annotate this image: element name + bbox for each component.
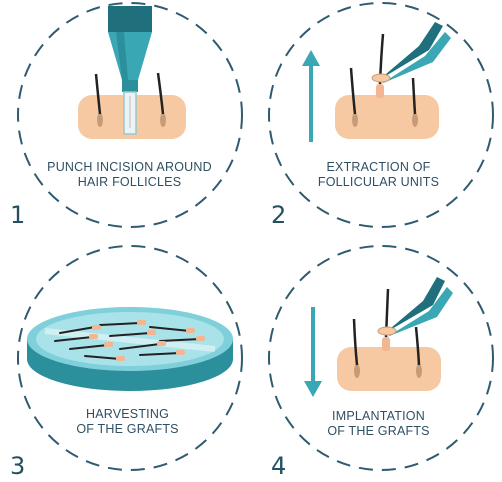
step-2-number: 2 (271, 201, 286, 229)
step-1-panel: PUNCH INCISION AROUND HAIR FOLLICLES 1 (0, 0, 251, 241)
follicle (160, 113, 166, 127)
step-3-illustration (0, 241, 251, 482)
step-2-panel: EXTRACTION OF FOLLICULAR UNITS 2 (251, 0, 502, 241)
skin-block (337, 347, 441, 391)
step-3-panel: HARVESTING OF THE GRAFTS 3 (0, 241, 251, 482)
step-2-illustration (251, 0, 502, 241)
implanted-graft (382, 337, 390, 351)
punch-tool-body (108, 32, 152, 80)
step-4-caption: IMPLANTATION OF THE GRAFTS (253, 409, 502, 439)
follicle (97, 113, 103, 127)
step-1-caption: PUNCH INCISION AROUND HAIR FOLLICLES (4, 160, 255, 190)
punch-tool-cap (108, 6, 152, 32)
step-1-illustration (0, 0, 251, 241)
extracted-graft (376, 84, 384, 98)
skin-block (335, 95, 439, 139)
step-3-number: 3 (10, 452, 25, 480)
step-2-caption: EXTRACTION OF FOLLICULAR UNITS (253, 160, 502, 190)
step-4-panel: IMPLANTATION OF THE GRAFTS 4 (251, 241, 502, 482)
step-1-number: 1 (10, 201, 25, 229)
step-3-caption: HARVESTING OF THE GRAFTS (2, 407, 253, 437)
step-4-number: 4 (271, 452, 286, 480)
step-4-illustration (251, 241, 502, 482)
